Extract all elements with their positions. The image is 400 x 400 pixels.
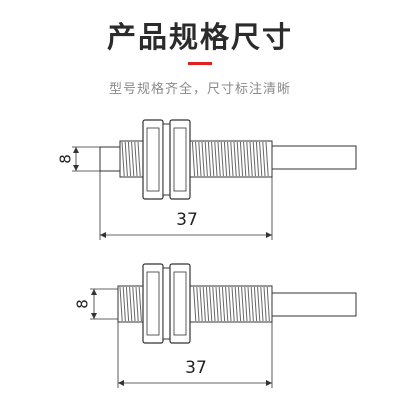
sensor-2-thread-line bbox=[132, 286, 136, 322]
sensor-1-thread-line bbox=[230, 141, 234, 177]
sensor-2-thread-line bbox=[125, 286, 130, 322]
sensor-1-thread-line bbox=[137, 141, 141, 177]
sensor-2-thread bbox=[119, 286, 270, 322]
sensor-2-thread-line bbox=[218, 286, 222, 322]
sensor-2-thread-line bbox=[196, 286, 200, 322]
sensor-1-nut-right bbox=[169, 119, 191, 200]
sensor-1-thread-line bbox=[227, 141, 231, 177]
sensor-1-dim-arrow-up bbox=[73, 147, 79, 153]
sensor-2-thread-line bbox=[138, 286, 142, 322]
sensor-1-thread-line bbox=[134, 141, 138, 177]
sensor-1-thread bbox=[121, 141, 269, 177]
sensor-drawing-1: 8 37 bbox=[57, 119, 357, 240]
sensor-1-thread-line bbox=[204, 141, 208, 177]
sensor-2-thread-line bbox=[234, 286, 238, 322]
sensor-2-thread-line bbox=[193, 286, 197, 322]
sensor-2-thread-line bbox=[202, 286, 206, 322]
sensor-2-thread-line bbox=[237, 286, 242, 322]
page-title: 产品规格尺寸 bbox=[106, 20, 293, 54]
sensor-2-thread-line bbox=[212, 286, 216, 322]
sensor-2-nut-right-inner bbox=[173, 271, 187, 336]
sensor-1-thread-line bbox=[246, 141, 250, 177]
sensor-2-washer bbox=[162, 267, 171, 340]
sensor-1-diameter-label: 8 bbox=[57, 154, 75, 164]
sensor-1-cable bbox=[271, 145, 357, 170]
sensor-2-nut-left-inner bbox=[146, 271, 160, 336]
sensor-1-thread-line bbox=[262, 141, 266, 177]
sensor-2-thread-line bbox=[231, 286, 235, 322]
sensor-1-thread-line bbox=[265, 141, 269, 177]
sensor-2-len-arrow-right bbox=[266, 380, 272, 386]
sensor-1-thread-line bbox=[252, 141, 256, 177]
sensor-2-thread-line bbox=[247, 286, 251, 322]
sensor-2-dim-arrow-up bbox=[91, 289, 97, 295]
sensor-1-thread-line bbox=[191, 141, 196, 177]
sensor-2-thread-line bbox=[129, 286, 133, 322]
sensor-1-thread-line bbox=[255, 141, 260, 177]
sensor-1-thread-line bbox=[131, 141, 135, 177]
sensor-2-thread-line bbox=[253, 286, 258, 322]
sensor-1-nut-left-inner bbox=[146, 127, 160, 192]
sensor-2-thread-line bbox=[199, 286, 203, 322]
sensor-1-head bbox=[99, 146, 121, 172]
sensor-2-thread-line bbox=[135, 286, 139, 322]
sensor-2-thread-line bbox=[244, 286, 248, 322]
sensor-1-len-arrow-right bbox=[266, 232, 272, 238]
sensor-2-thread-line bbox=[263, 286, 267, 322]
sensor-1-nut-right-inner bbox=[173, 127, 187, 192]
sensor-1-thread-line bbox=[195, 141, 199, 177]
sensor-2-thread-line bbox=[266, 286, 270, 322]
sensor-1-thread-line bbox=[243, 141, 247, 177]
sensor-2-thread-line bbox=[250, 286, 254, 322]
sensor-1-nut-left bbox=[142, 119, 164, 200]
sensor-2-thread-line bbox=[225, 286, 229, 322]
sensor-2-thread-line bbox=[205, 286, 210, 322]
sensor-2-nut-left bbox=[142, 263, 164, 344]
sensor-1-length-label: 37 bbox=[176, 210, 198, 230]
page-subtitle: 型号规格齐全，尺寸标注清晰 bbox=[108, 82, 291, 97]
sensor-2-thread-line bbox=[241, 286, 245, 322]
sensor-1-thread-line bbox=[124, 141, 128, 177]
sensor-2-thread-line bbox=[119, 286, 123, 322]
sensor-1-thread-line bbox=[207, 141, 212, 177]
sensor-2-thread-line bbox=[209, 286, 213, 322]
sensor-2-thread-line bbox=[221, 286, 226, 322]
sensor-2-dim-arrow-down bbox=[91, 313, 97, 319]
sensor-1-thread-line bbox=[233, 141, 237, 177]
sensor-2-thread-line bbox=[260, 286, 264, 322]
sensor-1-thread-line bbox=[198, 141, 202, 177]
sensor-1-thread-line bbox=[220, 141, 224, 177]
sensor-1-dim-arrow-down bbox=[73, 165, 79, 171]
sensor-1-thread-line bbox=[259, 141, 263, 177]
sensor-1-thread-line bbox=[239, 141, 244, 177]
sensor-1-thread-line bbox=[127, 141, 132, 177]
sensor-1-thread-line bbox=[223, 141, 228, 177]
sensor-1-thread-line bbox=[217, 141, 221, 177]
sensor-2-thread-line bbox=[228, 286, 232, 322]
sensor-1-len-arrow-left bbox=[100, 232, 106, 238]
sensor-2-thread-line bbox=[257, 286, 261, 322]
sensor-1-thread-line bbox=[121, 141, 125, 177]
sensor-2-thread-line bbox=[122, 286, 126, 322]
sensor-1-thread-line bbox=[214, 141, 218, 177]
sensor-2-len-arrow-left bbox=[118, 380, 124, 386]
sensor-2-thread-line bbox=[215, 286, 219, 322]
sensor-2-cable bbox=[271, 292, 357, 317]
sensor-1-thread-line bbox=[201, 141, 205, 177]
sensor-2-length-label: 37 bbox=[185, 358, 207, 378]
sensor-1-thread-line bbox=[211, 141, 215, 177]
sensor-1-thread-line bbox=[236, 141, 240, 177]
title-accent-bar bbox=[188, 62, 212, 65]
sensor-2-nut-right bbox=[169, 263, 191, 344]
sensor-1-thread-line bbox=[249, 141, 253, 177]
sensor-drawing-2: 8 37 bbox=[74, 263, 357, 388]
sensor-1-washer bbox=[162, 123, 171, 196]
sensor-2-diameter-label: 8 bbox=[74, 299, 92, 309]
